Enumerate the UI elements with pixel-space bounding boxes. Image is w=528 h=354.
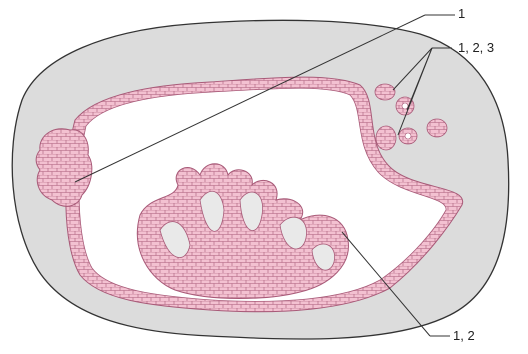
gland-5-lumen	[405, 133, 411, 139]
label-1-2-3: 1, 2, 3	[458, 40, 494, 55]
label-1: 1	[458, 6, 465, 21]
gland-4	[376, 126, 396, 150]
label-1-2: 1, 2	[453, 328, 475, 343]
gland-2-lumen	[402, 103, 408, 109]
gland-3	[427, 119, 447, 137]
gland-1	[375, 84, 395, 100]
